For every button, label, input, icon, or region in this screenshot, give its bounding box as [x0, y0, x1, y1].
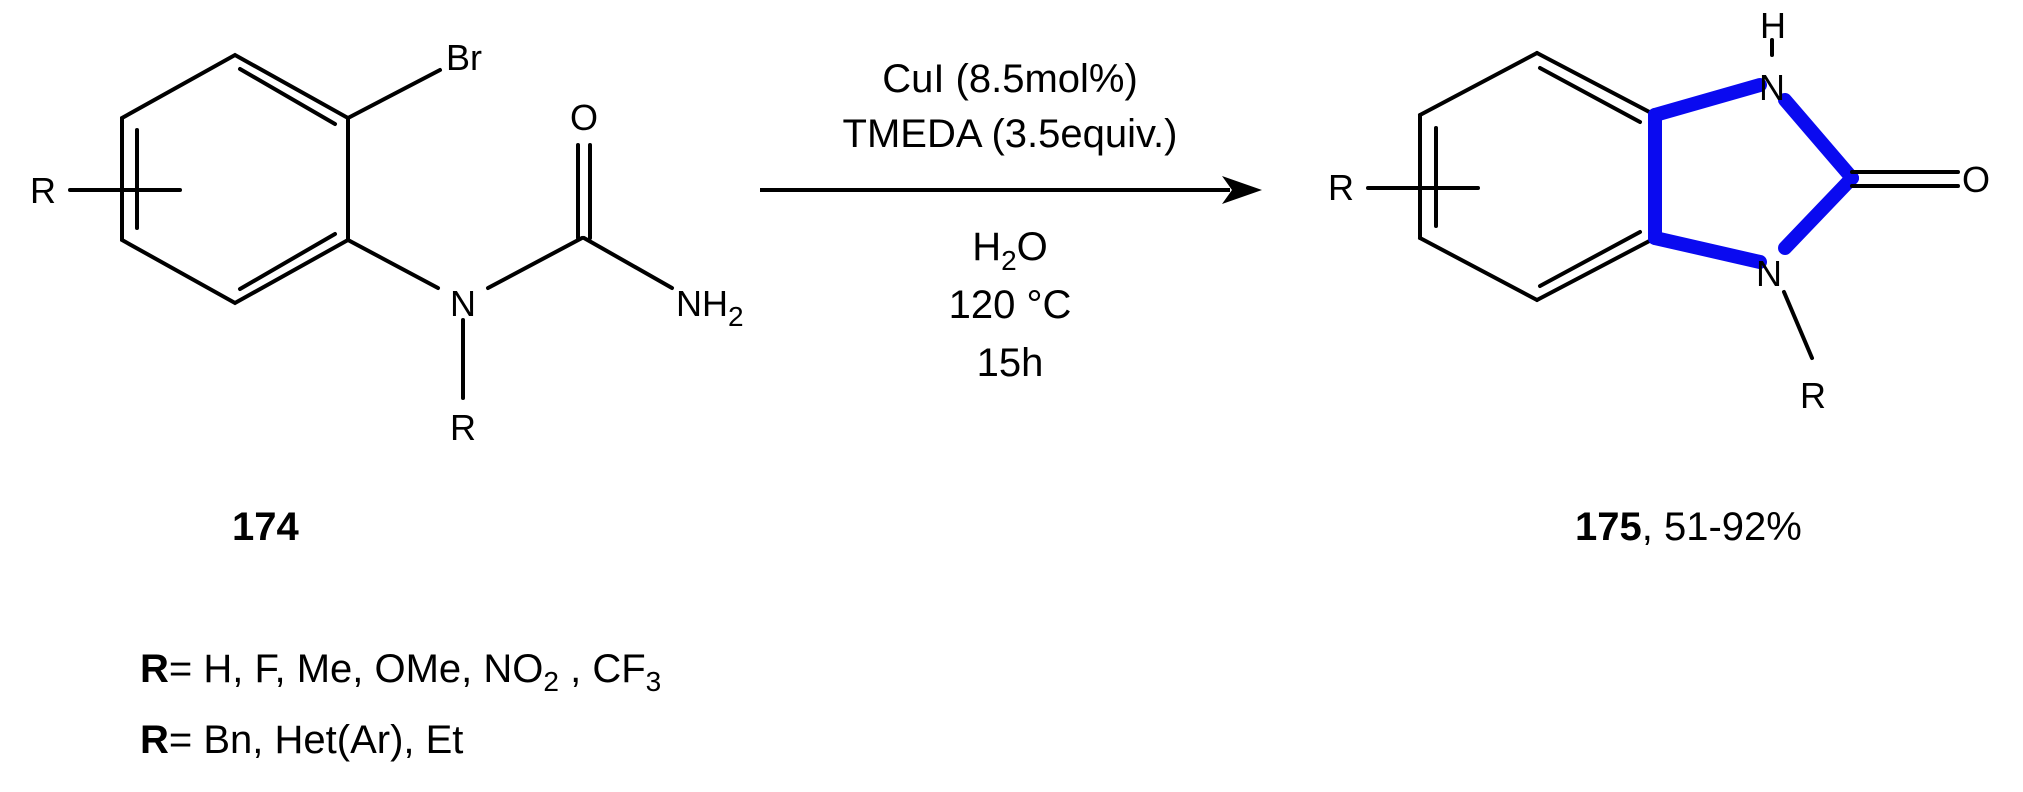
product-ring-double-bond [1538, 66, 1642, 124]
reactant-structure: R Br O N NH2 R [30, 37, 744, 448]
product-n-r-label: R [1800, 375, 1826, 416]
product-o-label: O [1962, 159, 1990, 200]
highlight-c-n-bond [1648, 78, 1767, 122]
reaction-conditions: CuI (8.5mol%) TMEDA (3.5equiv.) H2O 120 … [760, 57, 1262, 385]
solvent-label: H2O [972, 225, 1048, 276]
reactant-o-label: O [570, 97, 598, 138]
reagent-tmeda: TMEDA (3.5equiv.) [843, 112, 1178, 156]
product-structure: R H N N O R [1328, 5, 1990, 416]
reactant-nh2-label: NH2 [676, 283, 744, 332]
highlight-c-n-bond [1648, 231, 1767, 269]
reactant-n-r-label: R [450, 407, 476, 448]
product-ring-r-label: R [1328, 167, 1354, 208]
reactant-br-bond [346, 68, 442, 120]
product-h-label: H [1760, 5, 1786, 46]
reactant-ring-double-bond [238, 232, 337, 291]
reactant-ring-double-bond [238, 67, 337, 126]
temperature-label: 120 °C [949, 283, 1072, 327]
product-n-r-bond [1782, 290, 1814, 360]
reactant-br-label: Br [446, 37, 482, 78]
reactant-id: 174 [232, 505, 299, 549]
reactant-c-nh2-bond [582, 236, 674, 290]
highlight-n-carbonyl-bond [1778, 171, 1859, 255]
reactant-aryl-n-bond [346, 238, 440, 290]
reactant-ring-r-label: R [30, 170, 56, 211]
time-label: 15h [977, 341, 1044, 385]
product-n-top-label: N [1759, 67, 1785, 108]
product-id-yield: 175, 51-92% [1575, 505, 1802, 549]
product-ring-bond [1535, 51, 1657, 117]
reactant-benzene-ring [120, 52, 350, 306]
product-n-bottom-label: N [1756, 253, 1782, 294]
substituent-legend: R= H, F, Me, OMe, NO2 , CF3 R= Bn, Het(A… [140, 640, 661, 769]
product-ring-bond [1535, 236, 1657, 302]
legend-line-ring-substituents: R= H, F, Me, OMe, NO2 , CF3 [140, 647, 662, 697]
reactant-n-label: N [450, 283, 476, 324]
highlight-n-carbonyl-bond [1778, 93, 1859, 185]
reactant-n-carbonyl-bond [486, 236, 584, 290]
reagent-cui: CuI (8.5mol%) [882, 57, 1138, 101]
reaction-arrow-head [1222, 176, 1262, 204]
product-ring-bond [1418, 51, 1539, 117]
legend-line-n-substituents: R= Bn, Het(Ar), Et [140, 718, 464, 762]
product-ring-bond [1418, 236, 1539, 302]
product-highlighted-bonds [1648, 78, 1859, 269]
product-ring-double-bond [1538, 230, 1642, 288]
